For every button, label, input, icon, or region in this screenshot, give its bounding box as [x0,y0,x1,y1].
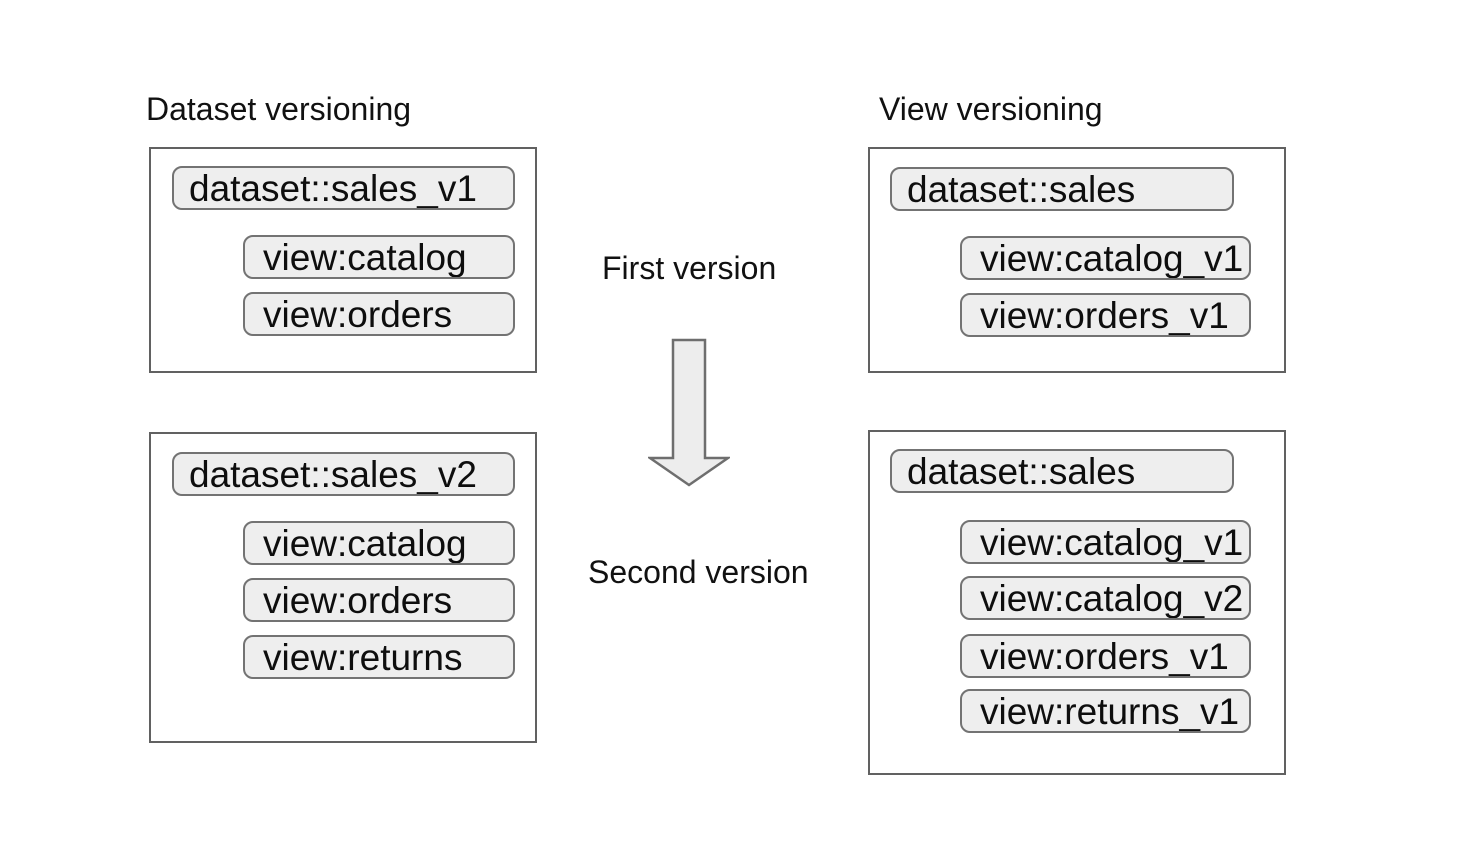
dataset-pill: dataset::sales [890,167,1234,211]
dataset-versioning-title: Dataset versioning [146,91,412,127]
view-pill: view:catalog_v2 [960,576,1251,620]
view-pill: view:returns_v1 [960,689,1251,733]
first-version-label: First version [602,250,777,286]
view-pill: view:returns [243,635,515,679]
view-pill: view:catalog_v1 [960,236,1251,280]
dataset-pill: dataset::sales_v1 [172,166,515,210]
view-versioning-second-version-box: dataset::sales view:catalog_v1 view:cata… [868,430,1286,775]
view-pill: view:orders_v1 [960,293,1251,337]
view-versioning-title: View versioning [879,91,1103,127]
dataset-versioning-second-version-box: dataset::sales_v2 view:catalog view:orde… [149,432,537,743]
view-versioning-first-version-box: dataset::sales view:catalog_v1 view:orde… [868,147,1286,373]
view-pill: view:catalog_v1 [960,520,1251,564]
view-pill: view:orders_v1 [960,634,1251,678]
view-pill: view:orders [243,578,515,622]
view-pill: view:orders [243,292,515,336]
dataset-pill: dataset::sales_v2 [172,452,515,496]
dataset-pill: dataset::sales [890,449,1234,493]
view-pill: view:catalog [243,521,515,565]
view-pill: view:catalog [243,235,515,279]
dataset-versioning-first-version-box: dataset::sales_v1 view:catalog view:orde… [149,147,537,373]
down-arrow-icon [648,338,730,487]
second-version-label: Second version [588,554,809,590]
